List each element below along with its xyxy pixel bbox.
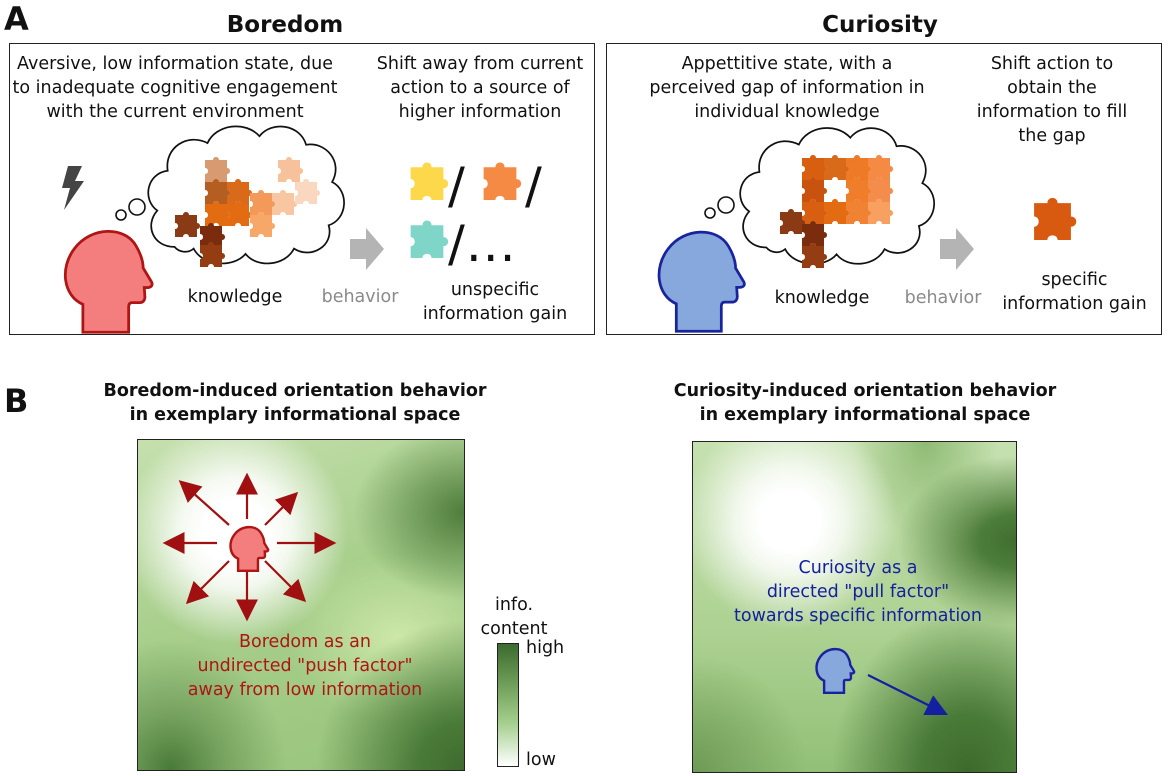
boredom-desc-left-3: with the current environment <box>46 102 304 122</box>
boredom-push-caption-3: away from low information <box>187 680 423 700</box>
colorbar-title-1: info. <box>494 595 534 615</box>
curiosity-map-title-1: Curiosity-induced orientation behavior <box>673 381 1057 401</box>
curiosity-pull-caption: Curiosity as a directed "pull factor" to… <box>718 556 998 628</box>
boredom-map-head-icon <box>229 525 270 573</box>
curiosity-desc-left-2: perceived gap of information in <box>649 78 925 98</box>
colorbar-high-label: high <box>526 638 565 658</box>
colorbar-title: info. content <box>478 593 550 641</box>
separator-slash-ellipsis: /... <box>448 215 517 273</box>
teal-puzzle-piece-icon <box>410 220 449 258</box>
colorbar-low-label: low <box>526 750 556 770</box>
boredom-behavior-arrow-icon <box>350 228 384 270</box>
curiosity-desc-right-1: Shift action to <box>990 54 1114 74</box>
curiosity-map-title: Curiosity-induced orientation behavior i… <box>630 379 1100 427</box>
boredom-desc-left: Aversive, low information state, due to … <box>10 52 340 124</box>
boredom-desc-left-1: Aversive, low information state, due <box>17 54 333 74</box>
panel-letter-b: B <box>4 382 29 420</box>
curiosity-gain-label-1: specific <box>1041 270 1108 290</box>
curiosity-gain-label-2: information gain <box>1002 294 1147 314</box>
curiosity-behavior-arrow-icon <box>940 228 974 270</box>
curiosity-desc-right-4: the gap <box>1018 126 1086 146</box>
boredom-behavior-label: behavior <box>321 287 399 307</box>
separator-slash-2: / <box>525 157 542 215</box>
curiosity-desc-left-3: individual knowledge <box>694 102 880 122</box>
boredom-desc-right: Shift away from current action to a sour… <box>365 52 595 124</box>
curiosity-map-title-2: in exemplary informational space <box>699 405 1031 425</box>
boredom-thought-bubbles <box>115 198 146 221</box>
boredom-push-caption: Boredom as an undirected "push factor" a… <box>160 630 450 702</box>
boredom-desc-right-1: Shift away from current <box>376 54 584 74</box>
orange-puzzle-piece-icon <box>483 162 522 200</box>
curiosity-map-head-icon <box>815 647 856 695</box>
curiosity-desc-right-3: information to fill <box>976 102 1128 122</box>
colorbar-title-2: content <box>480 619 548 639</box>
boredom-map-title: Boredom-induced orientation behavior in … <box>60 379 530 427</box>
curiosity-desc-right-2: obtain the <box>1007 78 1097 98</box>
boredom-push-arrows <box>162 472 337 622</box>
curiosity-pull-arrow <box>867 674 948 715</box>
curiosity-pull-caption-3: towards specific information <box>734 606 982 626</box>
boredom-push-caption-1: Boredom as an <box>239 632 371 652</box>
specific-puzzle-piece-icon <box>1034 197 1077 240</box>
colorbar-gradient <box>497 643 519 767</box>
curiosity-thought-bubbles <box>704 196 735 219</box>
curiosity-knowledge-puzzle <box>780 155 893 268</box>
yellow-puzzle-piece-icon <box>410 162 449 200</box>
boredom-gain-label-2: information gain <box>422 304 568 324</box>
panel-letter-a: A <box>4 0 29 38</box>
curiosity-desc-right: Shift action to obtain the information t… <box>952 52 1152 148</box>
curiosity-knowledge-label: knowledge <box>774 288 870 308</box>
boredom-map-title-2: in exemplary informational space <box>129 405 461 425</box>
boredom-title: Boredom <box>226 12 344 38</box>
boredom-gain-label-1: unspecific <box>450 280 540 300</box>
boredom-knowledge-puzzle <box>175 157 320 267</box>
curiosity-pull-caption-1: Curiosity as a <box>798 558 918 578</box>
curiosity-title: Curiosity <box>822 12 938 38</box>
curiosity-info-map <box>692 441 1017 773</box>
boredom-knowledge-label: knowledge <box>187 287 283 307</box>
curiosity-desc-left-1: Appettitive state, with a <box>681 54 893 74</box>
curiosity-pull-caption-2: directed "pull factor" <box>766 582 950 602</box>
separator-slash-1: / <box>448 157 465 215</box>
curiosity-behavior-label: behavior <box>904 288 982 308</box>
boredom-push-caption-2: undirected "push factor" <box>197 656 413 676</box>
lightning-bolt-icon <box>62 166 84 210</box>
curiosity-gain-label: specific information gain <box>992 268 1157 316</box>
boredom-desc-left-2: to inadequate cognitive engagement <box>12 78 338 98</box>
boredom-map-title-1: Boredom-induced orientation behavior <box>103 381 487 401</box>
boredom-desc-right-2: action to a source of <box>390 78 570 98</box>
boredom-gain-label: unspecific information gain <box>405 278 585 326</box>
boredom-desc-right-3: higher information <box>398 102 562 122</box>
curiosity-desc-left: Appettitive state, with a perceived gap … <box>647 52 927 124</box>
